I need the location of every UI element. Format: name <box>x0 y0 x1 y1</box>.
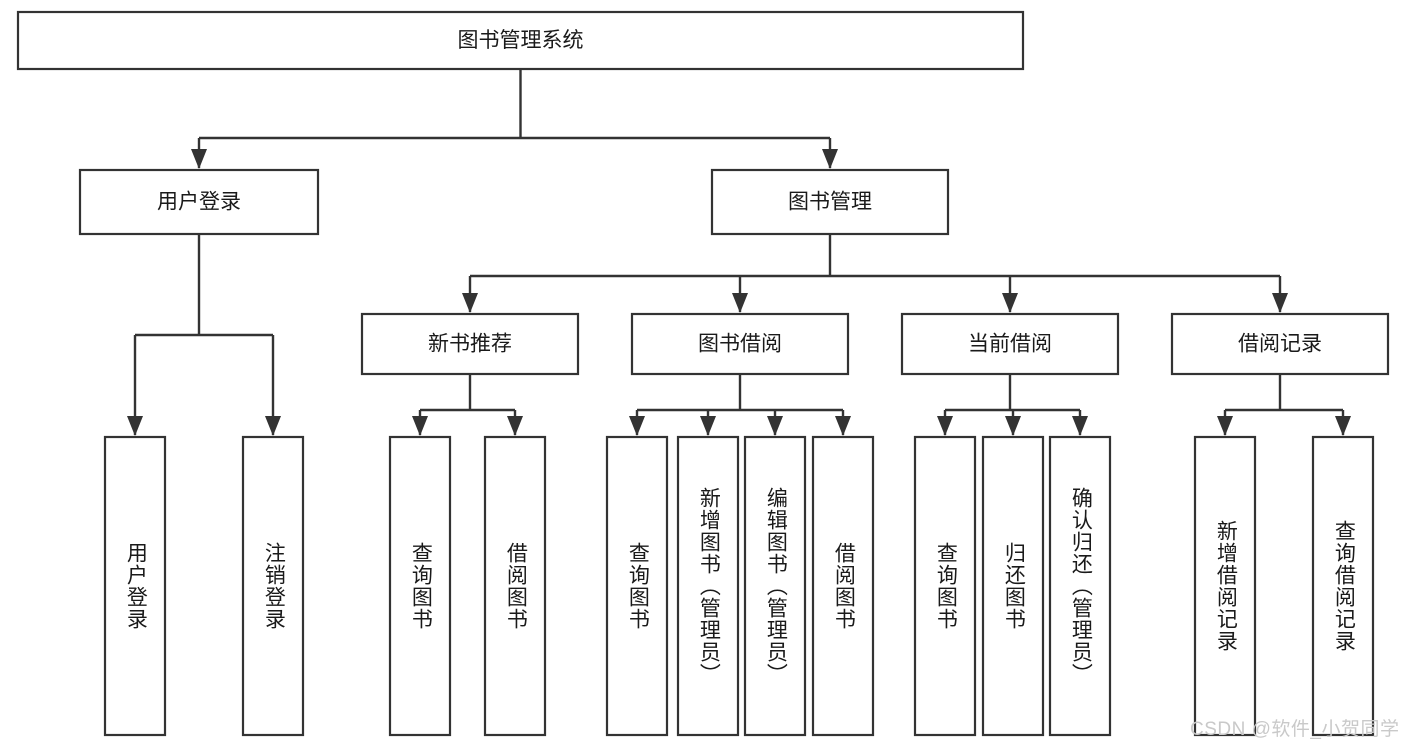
node-box-layer <box>16 10 1390 737</box>
node-box-br-query-record[interactable] <box>1311 435 1375 737</box>
bookmgmt-to-l3-arrow-0 <box>462 293 478 313</box>
l3-3-to-leaves-arrow-1 <box>1335 416 1351 436</box>
node-label-book-borrow: 图书借阅 <box>698 333 782 356</box>
connector-layer <box>127 69 1351 436</box>
node-box-user-login-do[interactable] <box>103 435 167 737</box>
node-box-current-borrow[interactable] <box>900 312 1120 376</box>
l3-1-to-leaves-arrow-0 <box>629 416 645 436</box>
node-label-root: 图书管理系统 <box>458 29 584 52</box>
root-to-l2-arrow-0 <box>191 149 207 169</box>
node-box-cb-return-book[interactable] <box>981 435 1045 737</box>
l3-1-to-leaves-arrow-1 <box>700 416 716 436</box>
l3-3-to-leaves-arrow-0 <box>1217 416 1233 436</box>
node-label-borrow-records: 借阅记录 <box>1238 333 1322 356</box>
userlogin-to-leaves-arrow-0 <box>127 416 143 436</box>
node-box-root[interactable] <box>16 10 1025 71</box>
l3-1-to-leaves-arrow-3 <box>835 416 851 436</box>
node-box-cb-confirm-return[interactable] <box>1048 435 1112 737</box>
node-box-br-add-record[interactable] <box>1193 435 1257 737</box>
node-box-nbr-query-book[interactable] <box>388 435 452 737</box>
node-box-book-management[interactable] <box>710 168 950 236</box>
node-label-new-book-recommend: 新书推荐 <box>428 333 512 356</box>
l3-2-to-leaves-arrow-0 <box>937 416 953 436</box>
node-label-current-borrow: 当前借阅 <box>968 333 1052 356</box>
node-box-borrow-records[interactable] <box>1170 312 1390 376</box>
node-box-bb-query-book[interactable] <box>605 435 669 737</box>
node-box-bb-borrow-book[interactable] <box>811 435 875 737</box>
csdn-watermark: CSDN @软件_小贺同学 <box>1190 719 1400 740</box>
node-label-book-management: 图书管理 <box>788 191 872 214</box>
l3-1-to-leaves-arrow-2 <box>767 416 783 436</box>
node-box-user-login[interactable] <box>78 168 320 236</box>
l3-2-to-leaves-arrow-1 <box>1005 416 1021 436</box>
node-box-cb-query-book[interactable] <box>913 435 977 737</box>
node-box-bb-add-book[interactable] <box>676 435 740 737</box>
node-label-user-login: 用户登录 <box>157 191 241 214</box>
l3-2-to-leaves-arrow-2 <box>1072 416 1088 436</box>
l3-0-to-leaves-arrow-0 <box>412 416 428 436</box>
bookmgmt-to-l3-arrow-3 <box>1272 293 1288 313</box>
root-to-l2-arrow-1 <box>822 149 838 169</box>
node-box-bb-edit-book[interactable] <box>743 435 807 737</box>
bookmgmt-to-l3-arrow-1 <box>732 293 748 313</box>
l3-0-to-leaves-arrow-1 <box>507 416 523 436</box>
node-box-new-book-recommend[interactable] <box>360 312 580 376</box>
node-box-nbr-borrow-book[interactable] <box>483 435 547 737</box>
userlogin-to-leaves-arrow-1 <box>265 416 281 436</box>
node-box-book-borrow[interactable] <box>630 312 850 376</box>
node-box-user-logout[interactable] <box>241 435 305 737</box>
bookmgmt-to-l3-arrow-2 <box>1002 293 1018 313</box>
